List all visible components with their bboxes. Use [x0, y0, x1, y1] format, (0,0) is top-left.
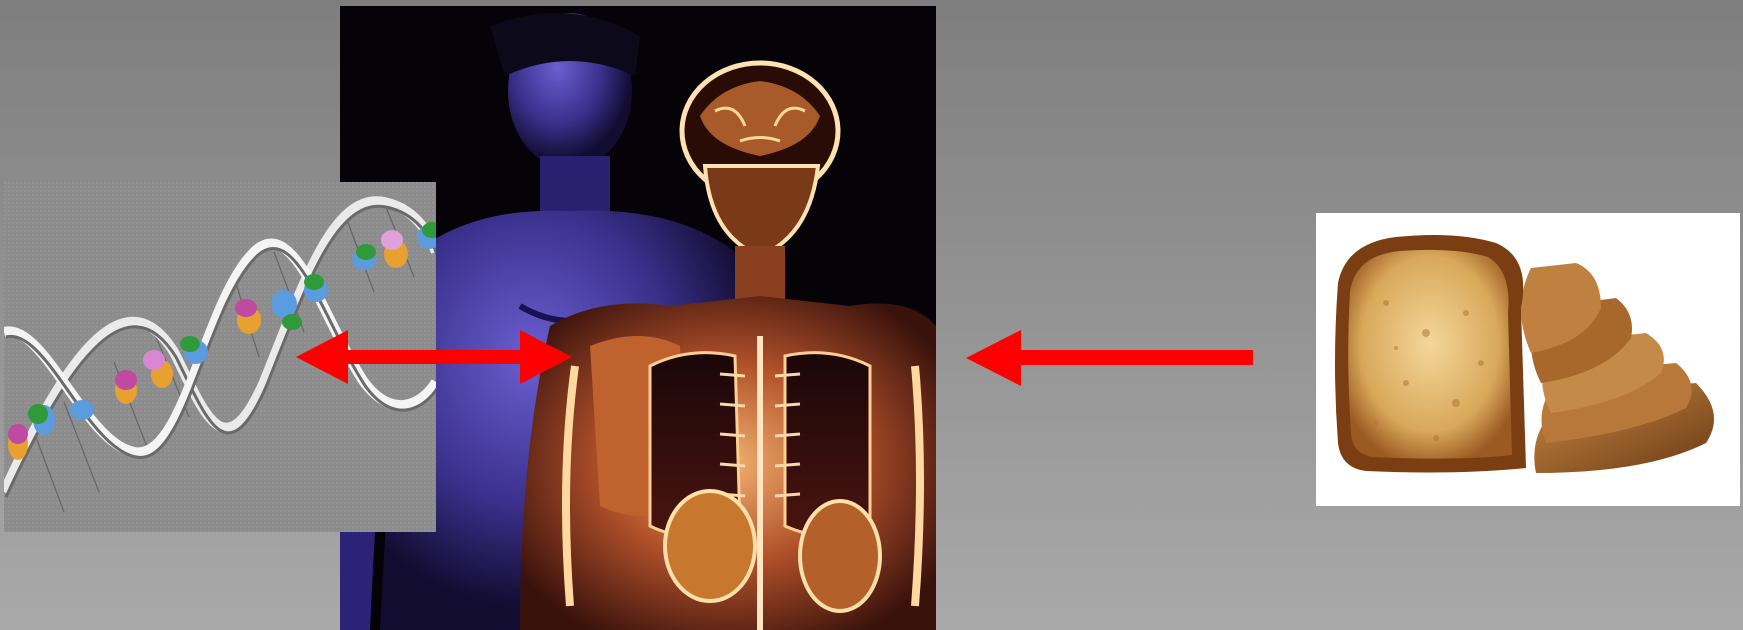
- left-arrow: [966, 330, 1253, 386]
- dna-helix-image: [4, 182, 436, 532]
- toast-bread-image: [1316, 213, 1740, 506]
- toast-slice: [1335, 235, 1526, 472]
